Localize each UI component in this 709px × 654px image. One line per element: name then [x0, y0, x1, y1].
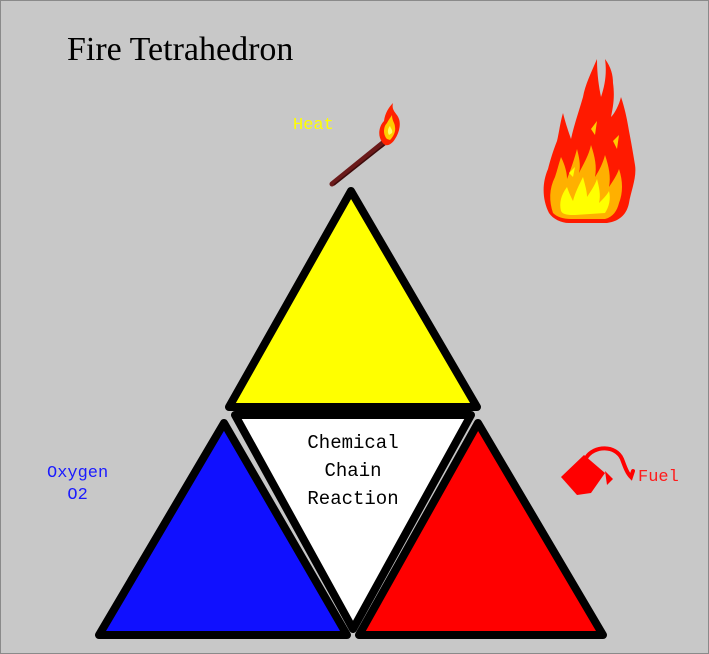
- fuel-can-icon: [561, 448, 633, 495]
- chemical-chain-reaction-label: Chemical Chain Reaction: [257, 429, 449, 513]
- heat-label: Heat: [293, 115, 334, 137]
- match-icon: [332, 103, 400, 185]
- center-label-line1: Chemical: [257, 429, 449, 457]
- flame-icon: [544, 59, 636, 223]
- center-label-line3: Reaction: [257, 485, 449, 513]
- heat-triangle: [229, 191, 477, 407]
- oxygen-label-line2: O2: [47, 485, 108, 507]
- oxygen-label: Oxygen O2: [47, 463, 108, 507]
- fuel-label: Fuel: [638, 467, 679, 489]
- center-label-line2: Chain: [257, 457, 449, 485]
- diagram-title: Fire Tetrahedron: [67, 31, 293, 69]
- oxygen-label-line1: Oxygen: [47, 463, 108, 485]
